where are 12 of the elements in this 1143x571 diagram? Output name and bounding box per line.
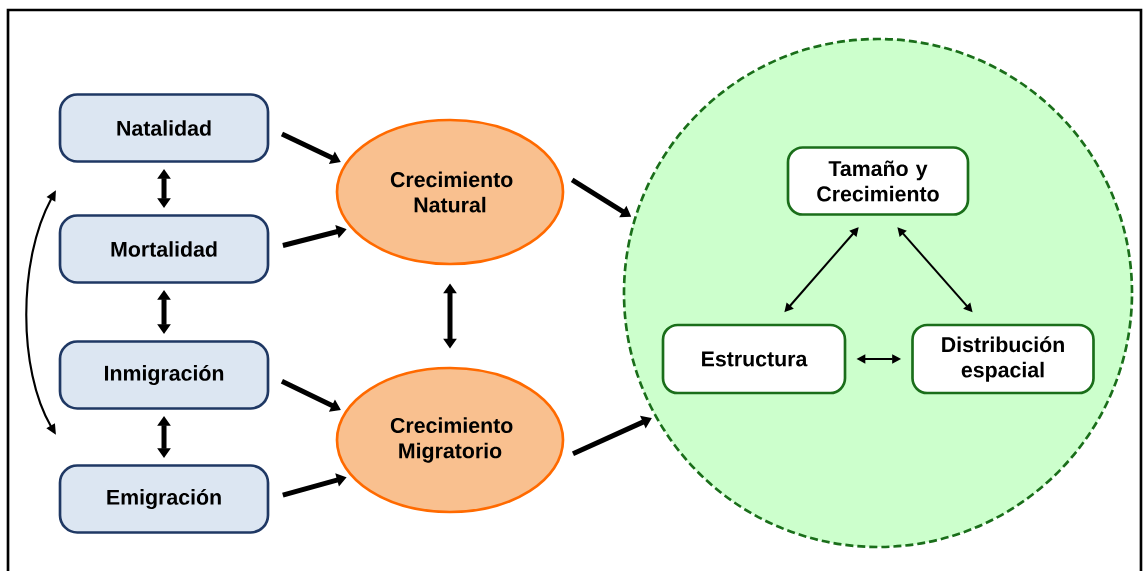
rounded-box: Estructura xyxy=(661,323,847,395)
arrow xyxy=(280,131,341,164)
ellipse-node: Crecimiento Migratorio xyxy=(335,366,565,514)
rounded-box: Emigración xyxy=(58,464,270,534)
rounded-box: Inmigración xyxy=(58,340,270,410)
rounded-box: Natalidad xyxy=(58,93,270,163)
arrow xyxy=(571,415,652,456)
rounded-box: Distribución espacial xyxy=(911,323,1095,395)
ellipse-node: Crecimiento Natural xyxy=(335,118,565,266)
arrow xyxy=(280,378,341,412)
rounded-box: Tamaño y Crecimiento xyxy=(786,146,970,216)
rounded-box: Mortalidad xyxy=(58,214,270,284)
